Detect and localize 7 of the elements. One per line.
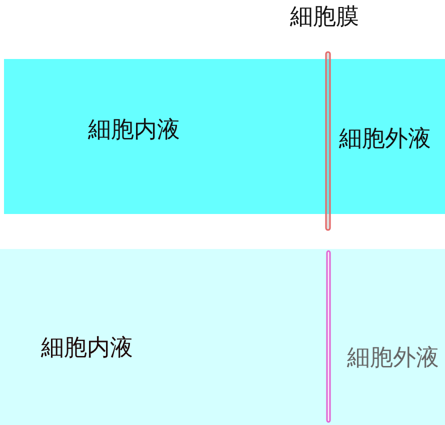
region-label: 細胞内液 xyxy=(41,335,133,362)
region-label: 細胞外液 xyxy=(347,345,439,372)
region-label: 細胞外液 xyxy=(339,126,431,153)
membrane-label: 細胞膜 xyxy=(290,4,359,31)
region-label: 細胞内液 xyxy=(88,117,180,144)
fluid-band xyxy=(0,249,445,425)
fluid-band xyxy=(4,59,445,214)
